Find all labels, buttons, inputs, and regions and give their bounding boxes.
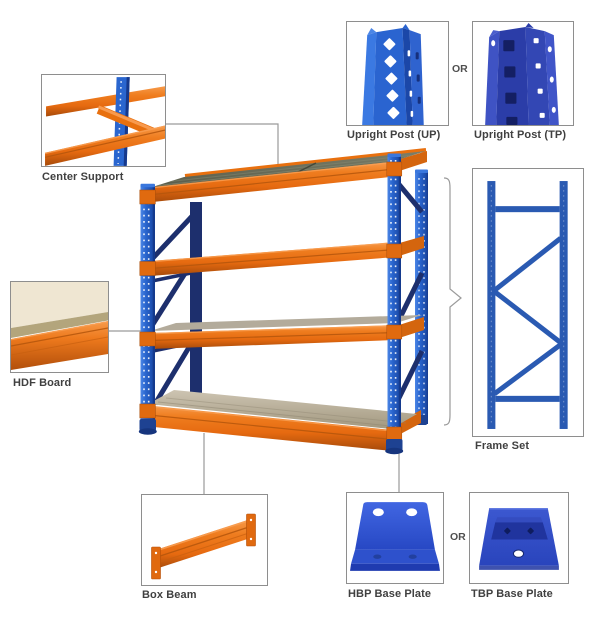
shelf-level-4 xyxy=(143,390,421,451)
center-support-label: Center Support xyxy=(42,171,124,183)
hdf-board-drawing xyxy=(11,282,108,370)
level3-board-edge xyxy=(150,315,422,331)
shelf-level-2 xyxy=(149,236,424,276)
left-frame-bracing xyxy=(150,210,199,406)
or-top-text: OR xyxy=(452,63,468,75)
front-right-post xyxy=(385,153,404,455)
diamond-holes xyxy=(383,38,400,119)
upright-post-up-drawing xyxy=(362,24,424,125)
tbp-base-plate-label: TBP Base Plate xyxy=(471,588,553,600)
box-beam-label: Box Beam xyxy=(142,589,197,601)
upright-post-up-label: Upright Post (UP) xyxy=(347,129,441,141)
cross-support-bar xyxy=(96,105,156,137)
hdf-board-label: HDF Board xyxy=(13,377,72,389)
frame-set-label: Frame Set xyxy=(475,440,530,452)
shelf-level-1 xyxy=(142,148,427,203)
upright-post-tp-drawing xyxy=(485,23,559,125)
box-beam-box xyxy=(141,494,268,586)
frame-set-drawing xyxy=(487,181,568,429)
bottom-front-beam xyxy=(144,405,392,451)
bottom-shelf-board xyxy=(148,390,417,429)
or-bottom-text: OR xyxy=(450,531,466,543)
shelf-level-3 xyxy=(149,315,424,349)
side-slots xyxy=(407,50,414,117)
right-post-foot xyxy=(386,439,403,451)
hbp-base-plate-label: HBP Base Plate xyxy=(348,588,432,600)
hdf-board-box xyxy=(10,281,109,373)
tbp-base-plate-box xyxy=(469,492,569,584)
small-holes xyxy=(491,38,556,118)
leader-center-support xyxy=(166,123,279,180)
flange-slots xyxy=(415,52,421,104)
hbp-base-plate-box xyxy=(346,492,444,584)
left-post-foot xyxy=(139,419,156,431)
right-frame-bracing xyxy=(394,180,425,404)
square-holes xyxy=(503,40,518,125)
front-left-post xyxy=(138,183,157,435)
frame-set-brace-bracket xyxy=(443,177,462,426)
tbp-base-plate-drawing xyxy=(479,508,559,570)
beam-brackets-right xyxy=(386,161,403,442)
leader-lines xyxy=(109,123,462,495)
frame-set-box xyxy=(472,168,584,437)
beam-brackets-left xyxy=(139,189,156,419)
upright-post-tp-label: Upright Post (TP) xyxy=(474,129,567,141)
center-support-drawing xyxy=(44,77,165,166)
box-beam-drawing xyxy=(151,513,256,580)
frame-diagonals xyxy=(492,236,563,396)
upright-post-up-box xyxy=(346,21,449,126)
frame-posts xyxy=(487,181,568,429)
center-support-box xyxy=(41,74,166,167)
rear-left-post xyxy=(190,202,202,400)
upright-post-tp-box xyxy=(472,21,574,126)
hbp-base-plate-drawing xyxy=(350,502,440,571)
